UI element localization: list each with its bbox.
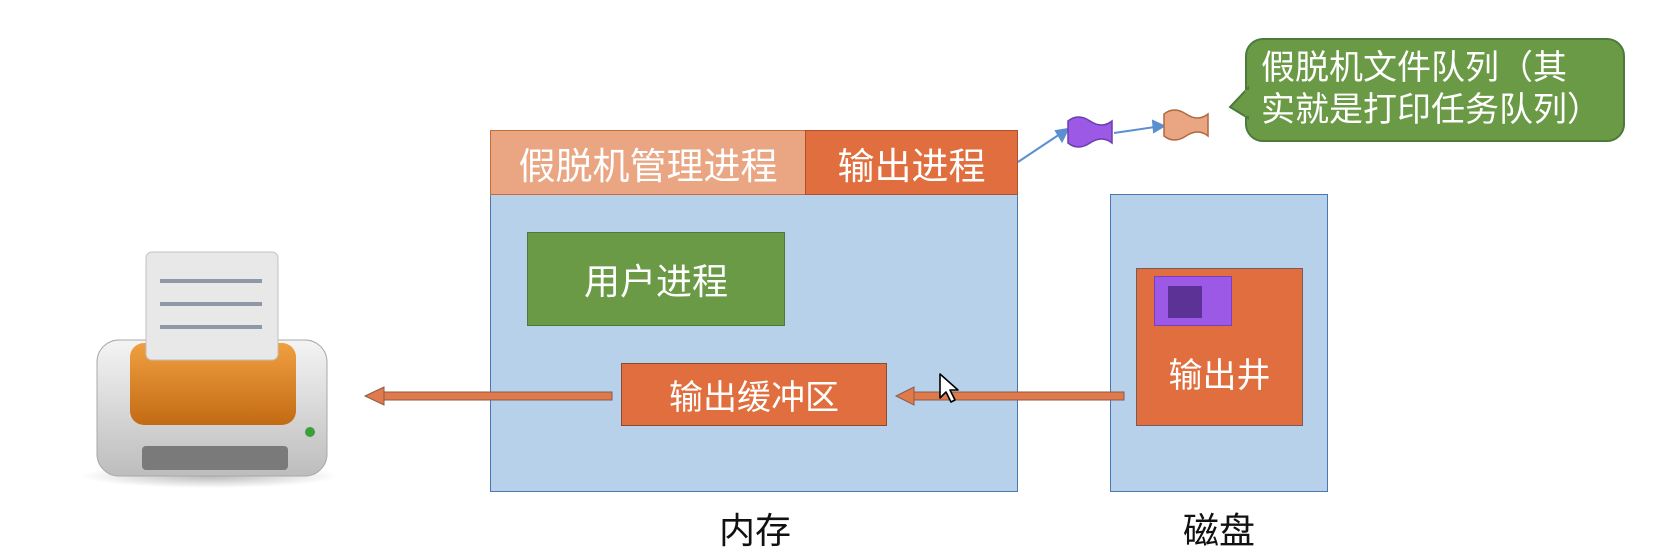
- spool-file-block-inner: [1168, 286, 1202, 318]
- callout-line-2: 实就是打印任务队列）: [1261, 90, 1601, 130]
- spool-queue-callout: 假脱机文件队列（其 实就是打印任务队列）: [1245, 38, 1625, 142]
- spool-manager-process: 假脱机管理进程: [490, 130, 806, 195]
- queue-link-arrows: [1017, 119, 1167, 163]
- arrow-well-to-buffer: [894, 386, 1125, 406]
- spool-file-icon: [1163, 109, 1209, 141]
- disk-label: 磁盘: [1182, 511, 1255, 552]
- user-process: 用户进程: [527, 232, 785, 326]
- callout-line-1: 假脱机文件队列（其: [1261, 48, 1567, 88]
- printer-icon: [82, 251, 338, 488]
- mouse-cursor-icon: [939, 373, 959, 403]
- memory-label: 内存: [718, 511, 791, 552]
- output-buffer: 输出缓冲区: [621, 363, 887, 426]
- output-process: 输出进程: [805, 130, 1018, 195]
- arrow-buffer-to-printer: [363, 386, 613, 406]
- spool-file-icon: [1067, 116, 1113, 148]
